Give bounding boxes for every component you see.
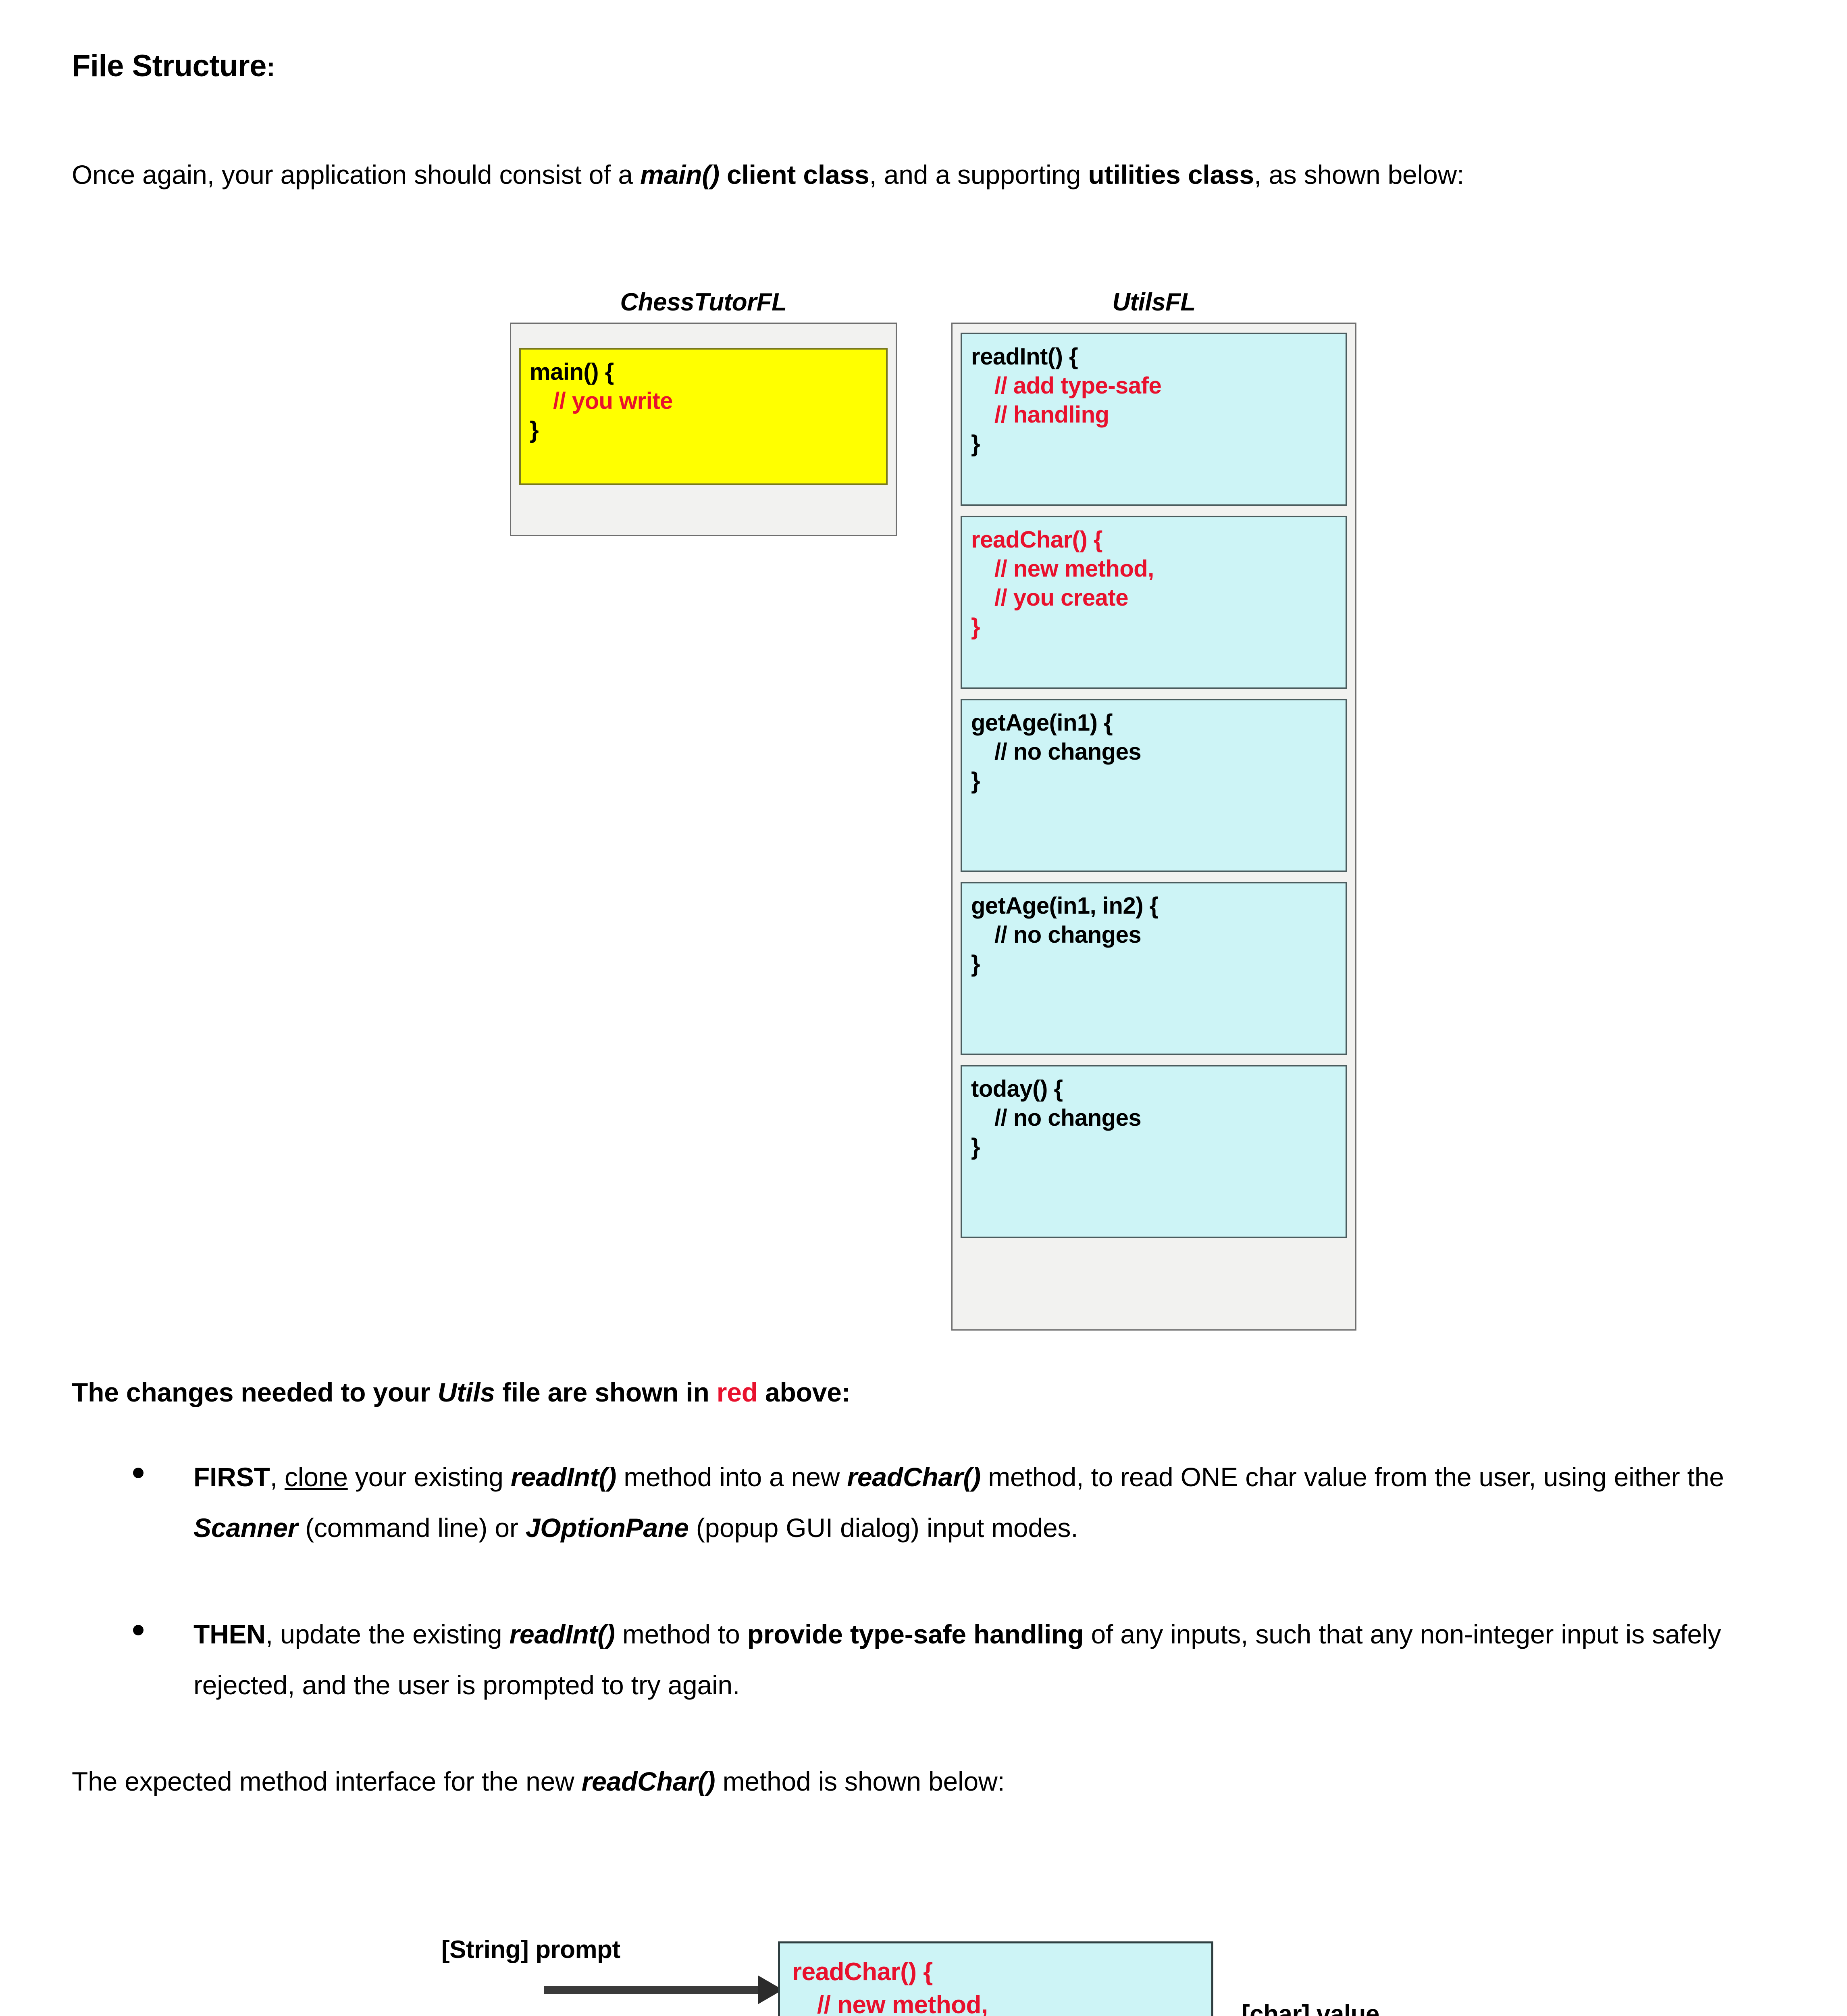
class-title-chesstutorfl: ChessTutorFL xyxy=(620,288,787,316)
list-item-first: FIRST, clone your existing readInt() met… xyxy=(133,1452,1749,1553)
method-close-readchar: } xyxy=(971,614,980,640)
page-title-colon: : xyxy=(266,52,275,82)
bullet-then-seg-5: of any inputs, such that any non-integer… xyxy=(193,1619,1721,1700)
page-title: File Structure: xyxy=(72,48,275,83)
changes-note-seg-1: The changes needed to your xyxy=(72,1377,438,1407)
bullet-dot-icon xyxy=(133,1625,144,1635)
method-signature-readint: readInt() { xyxy=(971,344,1078,370)
interface-note-readchar: readChar() xyxy=(581,1766,716,1796)
intro-utilities-class: utilities class xyxy=(1088,160,1254,190)
method-signature-main: main() { xyxy=(530,359,614,385)
list-item-then-text: THEN, update the existing readInt() meth… xyxy=(193,1609,1749,1710)
interface-note-seg-3: method is shown below: xyxy=(715,1766,1005,1796)
changes-note: The changes needed to your Utils file ar… xyxy=(72,1367,1761,1418)
method-signature-today: today() { xyxy=(971,1076,1063,1102)
bullet-then-lead: THEN xyxy=(193,1619,266,1649)
intro-client-class: client class xyxy=(719,160,869,190)
bullet-then-seg-3: method to xyxy=(615,1619,747,1649)
method-box-readchar-interface: readChar() { // new method, // you creat… xyxy=(778,1941,1213,2016)
bullet-first-seg-11: (popup GUI dialog) input modes. xyxy=(688,1513,1078,1543)
interface-note-seg-1: The expected method interface for the ne… xyxy=(72,1766,582,1796)
changes-note-utils: Utils xyxy=(437,1377,495,1407)
input-label-prompt: [String] prompt xyxy=(441,1936,620,1964)
intro-paragraph: Once again, your application should cons… xyxy=(72,149,1761,200)
bullet-first-seg-3: your existing xyxy=(347,1462,511,1492)
iface-signature-readchar: readChar() { xyxy=(792,1958,933,1986)
method-close-getage-one: } xyxy=(971,768,980,794)
method-box-getage-two: getAge(in1, in2) { // no changes } xyxy=(961,882,1347,1055)
method-box-main: main() { // you write } xyxy=(519,348,888,485)
bullet-then-readint: readInt() xyxy=(509,1619,615,1649)
list-item-first-text: FIRST, clone your existing readInt() met… xyxy=(193,1452,1749,1553)
bullet-first-lead: FIRST xyxy=(193,1462,270,1492)
bullet-first-clone: clone xyxy=(284,1462,348,1492)
class-frame-utilsfl: readInt() { // add type-safe // handling… xyxy=(951,323,1356,1331)
method-comment-readint-0: // add type-safe xyxy=(994,373,1162,399)
output-label-char-value: [char] value xyxy=(1242,2000,1380,2016)
method-comment-main-0: // you write xyxy=(553,388,673,414)
intro-main-method: main() xyxy=(640,160,720,190)
intro-seg-1: Once again, your application should cons… xyxy=(72,160,641,190)
method-close-today: } xyxy=(971,1134,980,1160)
bullet-then-typesafe: provide type-safe handling xyxy=(747,1619,1084,1649)
class-title-utilsfl: UtilsFL xyxy=(1112,288,1196,316)
method-close-getage-two: } xyxy=(971,951,980,977)
method-comment-readchar-1: // you create xyxy=(994,585,1128,611)
method-signature-getage-one: getAge(in1) { xyxy=(971,710,1113,736)
method-signature-getage-two: getAge(in1, in2) { xyxy=(971,893,1159,919)
bullet-first-scanner: Scanner xyxy=(193,1513,298,1543)
intro-seg-4: , and a supporting xyxy=(869,160,1088,190)
method-comment-readint-1: // handling xyxy=(994,402,1109,428)
method-comment-today-0: // no changes xyxy=(994,1105,1142,1131)
bullet-first-seg-9: (command line) or xyxy=(298,1513,526,1543)
arrow-shaft xyxy=(544,1986,762,1994)
bullet-first-readchar: readChar() xyxy=(847,1462,981,1492)
method-interface-diagram: [String] prompt [boolean] GUI flag readC… xyxy=(363,1919,1532,2016)
class-frame-chesstutorfl: main() { // you write } xyxy=(510,323,897,536)
bullet-dot-icon xyxy=(133,1468,144,1478)
bullet-first-seg-1: , xyxy=(270,1462,285,1492)
method-box-readchar: readChar() { // new method, // you creat… xyxy=(961,516,1347,689)
changes-note-seg-3: file are shown in xyxy=(495,1377,717,1407)
bullet-first-seg-7: method, to read ONE char value from the … xyxy=(981,1462,1724,1492)
bullet-then-seg-1: , update the existing xyxy=(265,1619,510,1649)
method-comment-getage-two-0: // no changes xyxy=(994,922,1142,948)
iface-comment-readchar-0: // new method, xyxy=(817,1991,988,2016)
method-close-main: } xyxy=(530,417,539,443)
method-comment-getage-one-0: // no changes xyxy=(994,739,1142,765)
method-box-readint: readInt() { // add type-safe // handling… xyxy=(961,333,1347,506)
bullet-first-readint: readInt() xyxy=(510,1462,617,1492)
method-box-today: today() { // no changes } xyxy=(961,1065,1347,1238)
page-title-text: File Structure xyxy=(72,49,266,83)
intro-seg-6: , as shown below: xyxy=(1254,160,1464,190)
class-structure-diagram: ChessTutorFL main() { // you write } Uti… xyxy=(510,282,1356,1343)
class-column-chesstutorfl: ChessTutorFL main() { // you write } xyxy=(510,282,897,536)
changes-note-red-word: red xyxy=(716,1377,758,1407)
changes-note-seg-5: above: xyxy=(757,1377,851,1407)
bullet-first-joptionpane: JOptionPane xyxy=(525,1513,689,1543)
class-column-utilsfl: UtilsFL readInt() { // add type-safe // … xyxy=(951,282,1356,1331)
list-item-then: THEN, update the existing readInt() meth… xyxy=(133,1609,1749,1710)
method-signature-readchar: readChar() { xyxy=(971,527,1102,553)
bullet-first-seg-5: method into a new xyxy=(616,1462,847,1492)
method-close-readint: } xyxy=(971,431,980,457)
method-box-getage-one: getAge(in1) { // no changes } xyxy=(961,699,1347,872)
method-comment-readchar-0: // new method, xyxy=(994,556,1154,582)
interface-note: The expected method interface for the ne… xyxy=(72,1756,1761,1807)
